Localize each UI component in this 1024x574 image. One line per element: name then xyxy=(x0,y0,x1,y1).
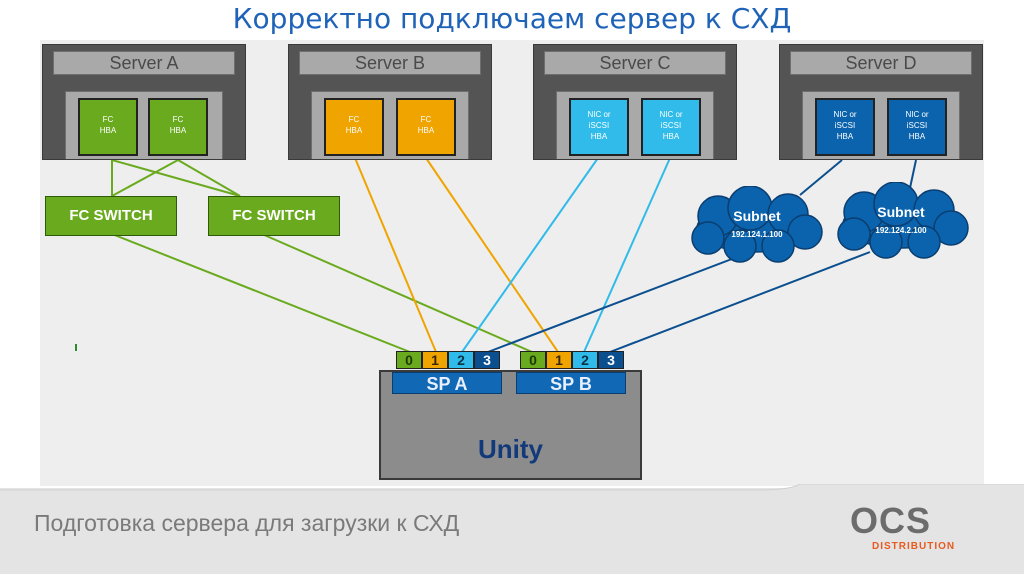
unity-label: Unity xyxy=(478,434,543,464)
link-c1-spa2 xyxy=(461,157,599,353)
ocs-logo: OCS DISTRIBUTION xyxy=(850,500,980,560)
spa-port-3: 3 xyxy=(474,351,500,369)
spa-ports: 0 1 2 3 xyxy=(396,351,500,369)
sp-a: SP A xyxy=(392,372,502,394)
subnet-cloud-2: Subnet 192.124.2.100 xyxy=(837,182,969,259)
link-subnet1-spa3 xyxy=(487,253,746,353)
link-c2-spb2 xyxy=(583,157,671,353)
link-b2-spb1 xyxy=(425,157,559,353)
server-name: Server C xyxy=(544,51,726,75)
spb-ports: 0 1 2 3 xyxy=(520,351,624,369)
link-subnet2-spb3 xyxy=(609,251,871,353)
link-switch2-spb0 xyxy=(261,233,533,353)
subnet-cloud-1: Subnet 192.124.1.100 xyxy=(691,186,823,263)
link-a1-switch2 xyxy=(111,159,241,197)
spb-port-2: 2 xyxy=(572,351,598,369)
server-name: Server A xyxy=(53,51,235,75)
spa-port-0: 0 xyxy=(396,351,422,369)
spa-port-2: 2 xyxy=(448,351,474,369)
link-a2-switch2 xyxy=(177,159,241,197)
spb-port-0: 0 xyxy=(520,351,546,369)
fc-switch-1: FC SWITCH xyxy=(45,196,177,236)
link-a2-switch1 xyxy=(111,159,179,197)
spb-port-1: 1 xyxy=(546,351,572,369)
spa-port-1: 1 xyxy=(422,351,448,369)
subnet-label: Subnet xyxy=(733,208,781,224)
link-d1-subnet1 xyxy=(799,159,843,196)
subnet-label: Subnet xyxy=(877,204,925,220)
logo-wordmark: OCS xyxy=(850,500,932,541)
green-tick-mark xyxy=(75,344,77,351)
link-d2-subnet2 xyxy=(909,159,917,189)
slide-title: Корректно подключаем сервер к СХД xyxy=(232,2,792,35)
subnet-ip: 192.124.2.100 xyxy=(875,226,927,235)
sp-b: SP B xyxy=(516,372,626,394)
link-b1-spa1 xyxy=(354,157,437,353)
link-switch1-spa0 xyxy=(111,233,411,353)
server-name: Server B xyxy=(299,51,481,75)
server-name: Server D xyxy=(790,51,972,75)
spb-port-3: 3 xyxy=(598,351,624,369)
subnet-ip: 192.124.1.100 xyxy=(731,230,783,239)
footer-caption: Подготовка сервера для загрузки к СХД xyxy=(34,510,460,536)
logo-subtitle: DISTRIBUTION xyxy=(872,541,956,552)
fc-switch-2: FC SWITCH xyxy=(208,196,340,236)
footer-wave xyxy=(0,484,1024,504)
